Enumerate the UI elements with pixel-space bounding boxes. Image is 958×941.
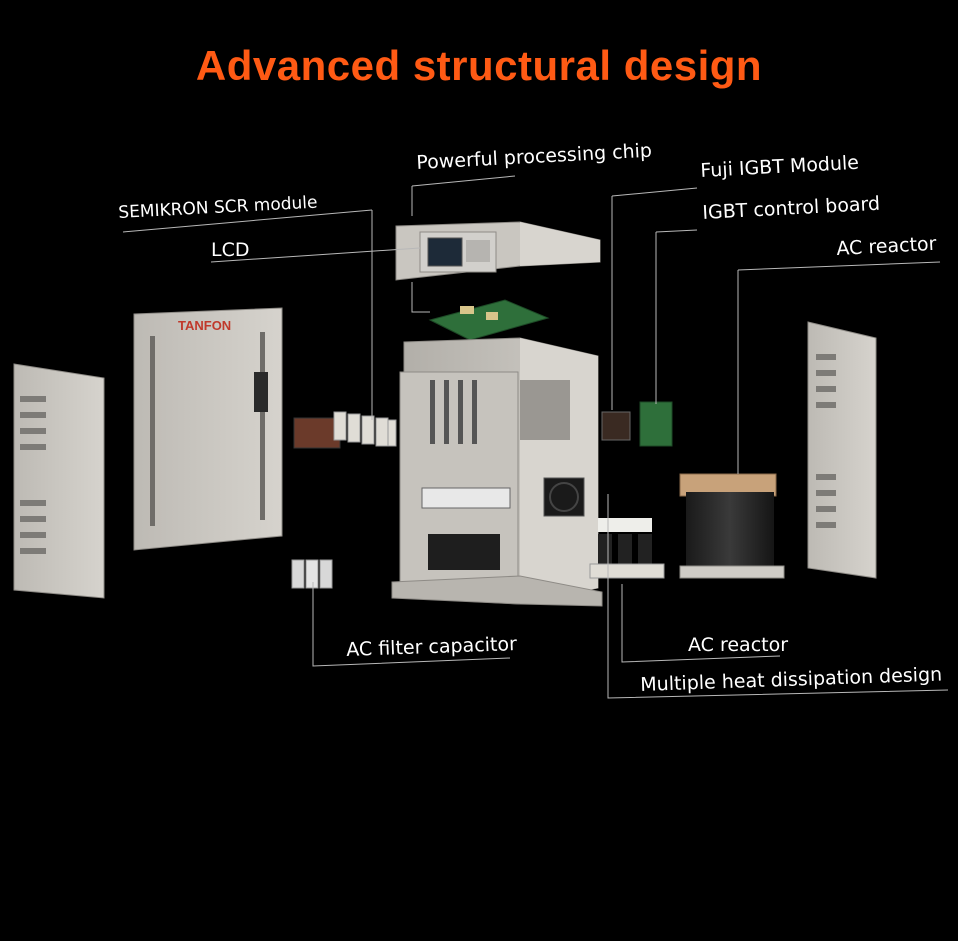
main-cabinet [391, 337, 603, 607]
filter-capacitors [291, 559, 333, 589]
large-ac-reactor [679, 473, 785, 579]
front-door-panel: TANFON [133, 307, 283, 551]
lcd-screen [427, 237, 463, 267]
processing-chip-board [428, 299, 550, 341]
label-ac-reactor-top: AC reactor [835, 232, 937, 260]
left-side-panel [13, 363, 105, 599]
brand-logo: TANFON [178, 318, 231, 333]
small-ac-reactor [589, 518, 665, 579]
label-lcd: LCD [211, 239, 250, 261]
page-title: Advanced structural design [195, 42, 763, 89]
scr-module-assembly [293, 411, 397, 449]
right-side-panel [807, 321, 877, 579]
top-control-box [395, 221, 601, 281]
label-ac-reactor-bottom: AC reactor [688, 634, 789, 656]
leader-lines [122, 175, 949, 699]
igbt-control-board [639, 401, 673, 447]
